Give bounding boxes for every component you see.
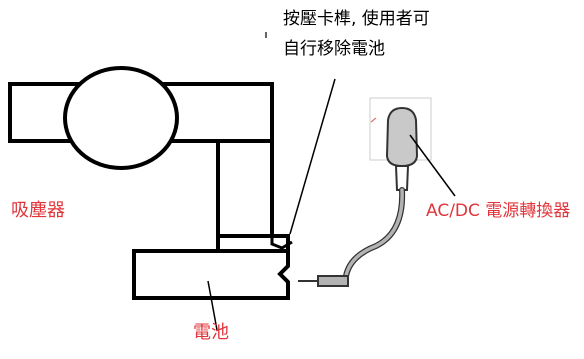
latch-label-line2: 自行移除電池: [283, 39, 385, 59]
outlet-mark: [370, 117, 377, 123]
charger-plug: [317, 275, 349, 287]
vacuum-label: 吸塵器: [11, 200, 65, 221]
battery-label: 電池: [193, 322, 229, 343]
latch-label-line1: 按壓卡榫, 使用者可: [283, 9, 430, 29]
battery-pointer-line: [207, 280, 218, 331]
release-latch: [270, 234, 293, 250]
latch-pointer-line: [289, 78, 336, 235]
charger-cable-fill: [344, 188, 404, 278]
adapter-strain-relief: [394, 165, 410, 191]
vacuum-motor: [63, 66, 179, 170]
adapter-body: [385, 106, 419, 168]
vacuum-handle: [216, 139, 274, 241]
adapter-pointer-line: [409, 134, 456, 197]
battery-pack: [132, 249, 290, 300]
adapter-label: AC/DC 電源轉換器: [426, 201, 571, 221]
